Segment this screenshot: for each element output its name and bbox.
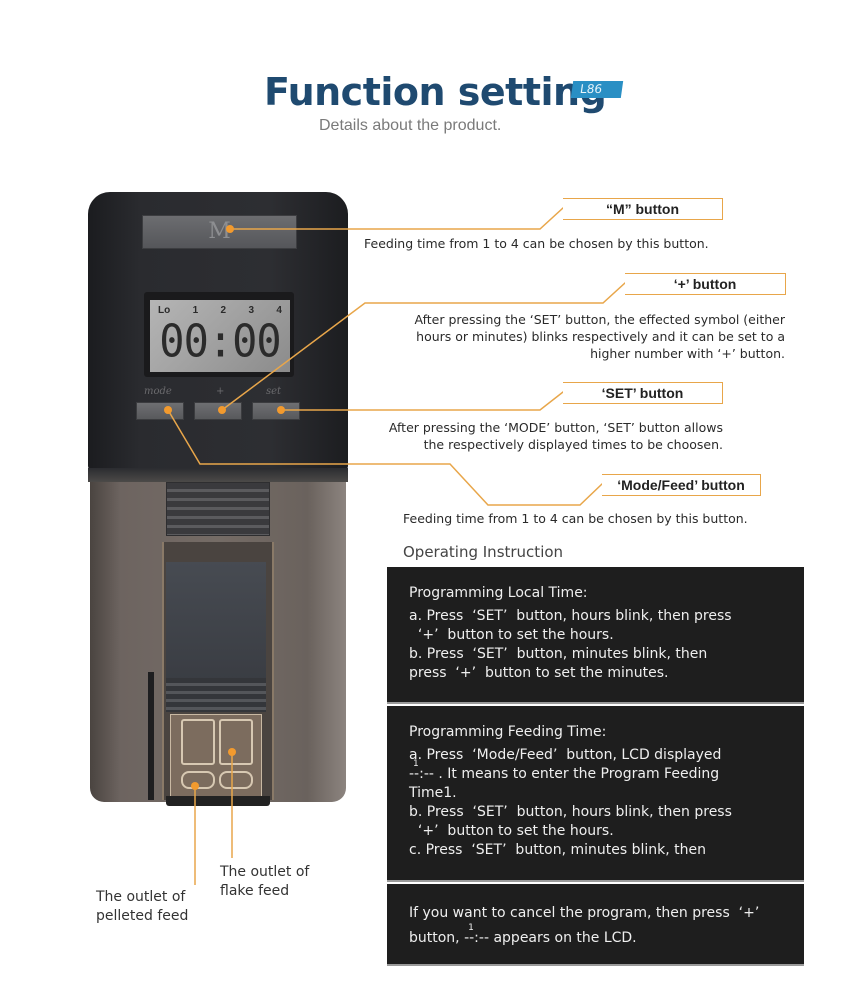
cancel-suffix: appears on the LCD. [489,930,637,946]
cancel-line-1: If you want to cancel the program, then … [409,905,760,921]
side-rail [148,672,154,800]
local-time-step: a. Press ‘SET’ button, hours blink, then… [409,608,732,624]
lcd-indicator-2: 2 [220,305,227,316]
slide-cover [166,562,266,680]
lcd-indicator-4: 4 [276,305,282,316]
local-time-title: Programming Local Time: [409,585,588,601]
flake-outlet-label-line1: The outlet of [220,864,310,880]
lcd-symbol-text: --:-- [464,930,490,946]
callout-set-button: ‘SET’ button [563,382,723,404]
top-grip [166,482,270,536]
lcd-indicator-1: 1 [192,305,199,316]
callout-plus-button: ‘+’ button [625,273,786,295]
page-subtitle: Details about the product. [319,117,502,134]
device-base [166,796,270,806]
panel-local-time: Programming Local Time: a. Press ‘SET’ b… [387,567,804,704]
feeding-time-step: c. Press ‘SET’ button, minutes blink, th… [409,842,707,858]
lcd-symbol: 1--:-- [464,923,490,948]
feeding-time-step-text: . It means to enter the Program Feeding [433,766,720,782]
lcd-indicator-row: Lo 1 2 3 4 [158,305,282,316]
outlet-compartment-right [219,719,253,765]
flake-outlet [219,771,253,789]
lcd-symbol-index: 1 [468,923,474,933]
feeding-time-step: ‘+’ button to set the hours. [409,823,614,839]
mode-button [136,402,184,420]
panel-cancel: If you want to cancel the program, then … [387,884,804,966]
panel-feeding-time: Programming Feeding Time: a. Press ‘Mode… [387,706,804,882]
lcd-symbol-index: 1 [413,759,419,769]
page-title: Function setting [264,70,607,114]
callout-mode-feed-button-description: Feeding time from 1 to 4 can be chosen b… [403,511,748,526]
plus-button [194,402,242,420]
callout-m-button-description: Feeding time from 1 to 4 can be chosen b… [364,236,709,251]
local-time-step: ‘+’ button to set the hours. [409,627,614,643]
outlet-compartment-left [181,719,215,765]
lcd-symbol: 1--:-- [409,759,434,784]
feeding-time-step: 1--:-- . It means to enter the Program F… [409,759,782,784]
mode-button-label: mode [144,386,172,397]
lcd-time: 00:00 [159,315,281,368]
pelleted-outlet-label-line1: The outlet of [96,889,186,905]
local-time-step: b. Press ‘SET’ button, minutes blink, th… [409,646,708,662]
operating-instruction-heading: Operating Instruction [403,543,564,561]
outlet-window [170,714,262,798]
pelleted-outlet [181,771,215,789]
m-button: M [142,215,297,249]
lcd-indicator-3: 3 [248,305,255,316]
flake-outlet-label-line2: flake feed [220,883,290,899]
callout-set-button-description: After pressing the ‘MODE’ button, ‘SET’ … [388,420,723,452]
device-collar [88,468,348,482]
feeding-time-title: Programming Feeding Time: [409,724,607,740]
set-button-label: set [266,386,282,397]
pelleted-outlet-label: The outlet of pelleted feed [96,888,188,926]
model-badge: L86 [570,81,624,98]
callout-mode-feed-button: ‘Mode/Feed’ button [602,474,761,496]
feeding-time-step: Time1. [409,785,457,801]
plus-button-label: + [216,386,225,397]
cancel-prefix: button, [409,930,465,946]
lcd-symbol-text: --:-- [409,766,434,782]
bottom-grip [166,678,266,712]
callout-plus-button-description: After pressing the ‘SET’ button, the eff… [414,312,785,361]
lcd-display: Lo 1 2 3 4 00:00 [150,300,290,372]
pelleted-outlet-label-line2: pelleted feed [96,908,189,924]
flake-outlet-label: The outlet of flake feed [220,863,309,901]
set-button [252,402,300,420]
feeding-time-step: a. Press ‘Mode/Feed’ button, LCD display… [409,747,722,763]
lcd-indicator-lo: Lo [158,305,171,316]
callout-m-button: “M” button [563,198,723,220]
cancel-line-2: button, 1--:-- appears on the LCD. [409,923,782,948]
feeding-time-step: b. Press ‘SET’ button, hours blink, then… [409,804,732,820]
local-time-step: press ‘+’ button to set the minutes. [409,665,669,681]
